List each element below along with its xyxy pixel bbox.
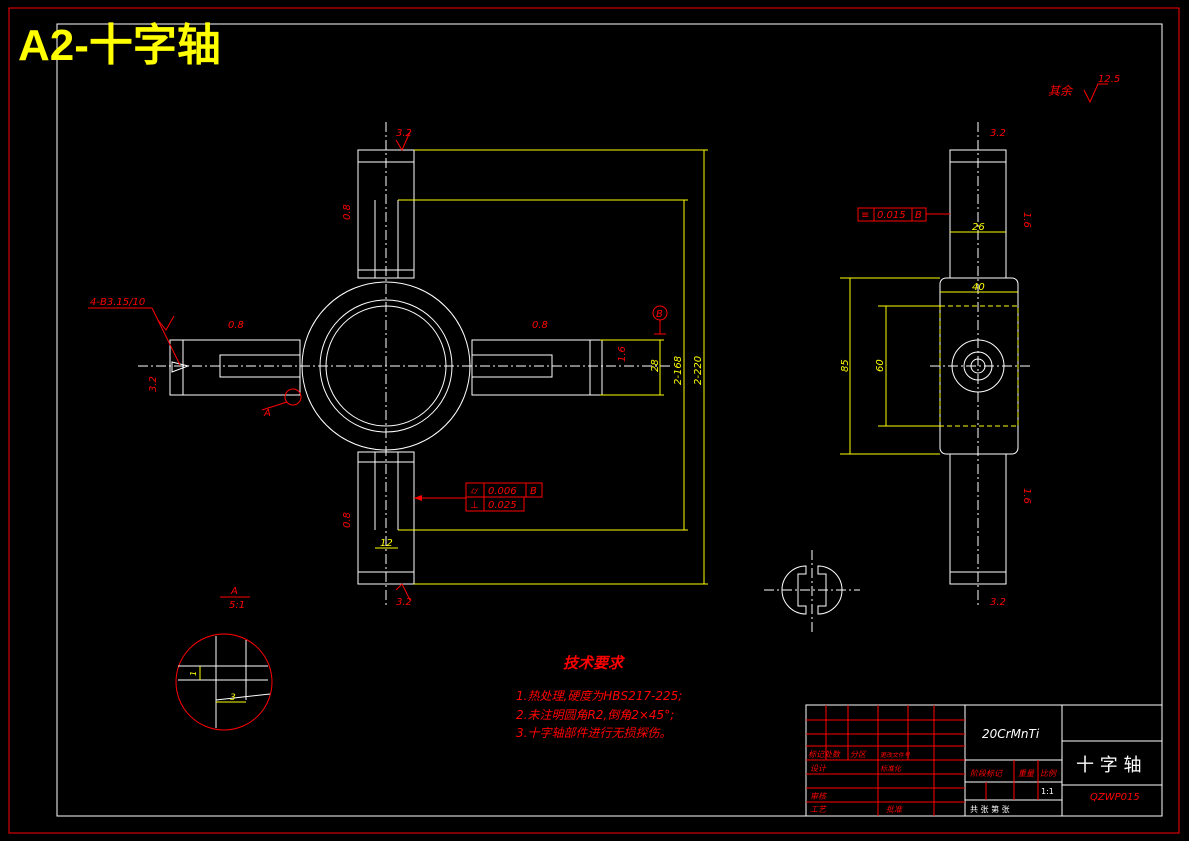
detail-a-circle xyxy=(284,388,302,406)
roughness-right-arm: 0.8 xyxy=(532,320,548,331)
roughness-left-arm: 0.8 xyxy=(228,320,244,331)
label-process: 工艺 xyxy=(810,805,827,814)
tolerance-2-value: 0.025 xyxy=(488,500,517,511)
general-roughness-value: 12.5 xyxy=(1098,74,1120,85)
side-tolerance-symbol: ≡ xyxy=(861,210,869,221)
dim-12: 12 xyxy=(380,538,393,549)
side-roughness-right-1: 1.6 xyxy=(1021,212,1032,228)
title-block: 标记处数 分区 更改文件号 设计 标准化 审核 工艺 批准 阶段标记 重量 比例… xyxy=(805,704,1163,817)
detail-dim-3: 3 xyxy=(230,693,236,703)
side-roughness-right-2: 1.6 xyxy=(1021,488,1032,504)
side-bottom-arm xyxy=(949,453,1007,585)
detail-label: A xyxy=(230,586,238,597)
detail-a-view: A 5:1 1 3 xyxy=(175,586,273,731)
sheet-info: 共 张 第 张 xyxy=(970,804,1010,814)
left-arm xyxy=(169,339,301,396)
roughness-top-arm: 0.8 xyxy=(342,204,353,220)
side-tolerance-datum: B xyxy=(915,210,922,221)
detail-dim-1: 1 xyxy=(189,671,198,676)
roughness-bottom: 3.2 xyxy=(396,597,412,608)
center-hole-left xyxy=(171,361,190,373)
roughness-top: 3.2 xyxy=(396,128,412,139)
tolerance-1-symbol: ⌭ xyxy=(470,486,479,497)
side-roughness-top: 3.2 xyxy=(990,128,1006,139)
side-roughness-bottom: 3.2 xyxy=(990,597,1006,608)
label-review: 审核 xyxy=(810,792,828,801)
label-zone: 分区 xyxy=(850,750,867,759)
tech-requirement-1: 1.热处理,硬度为HBS217-225; xyxy=(516,689,682,703)
dim-28: 28 xyxy=(650,359,661,372)
dim-2-220: 2-220 xyxy=(693,356,704,385)
roughness-symbol xyxy=(1083,83,1108,104)
label-weight: 重量 xyxy=(1018,769,1035,778)
dim-85: 85 xyxy=(840,359,851,372)
detail-a-ref: A xyxy=(263,408,271,419)
hub-bore xyxy=(325,305,447,427)
tolerance-frame-1: ⌭ 0.006 B xyxy=(465,482,543,498)
label-mark: 标记处数 xyxy=(808,750,841,759)
tech-requirement-3: 3.十字轴部件进行无损探伤。 xyxy=(516,726,671,740)
material: 20CrMnTi xyxy=(982,727,1040,741)
label-approve: 批准 xyxy=(886,805,903,814)
inner-frame xyxy=(56,23,1163,817)
dim-40: 40 xyxy=(972,282,985,293)
center-hole-note: 4-B3.15/10 xyxy=(90,297,145,308)
roughness-bottom-arm: 0.8 xyxy=(342,512,353,528)
datum-b-label: B xyxy=(656,309,663,320)
label-ratio: 比例 xyxy=(1040,769,1058,778)
front-view: 28 2-168 2-220 12 3.2 3.2 0.8 0.8 0.8 0.… xyxy=(88,122,708,608)
roughness-left-end: 3.2 xyxy=(148,376,159,392)
section-view xyxy=(764,550,860,632)
top-arm xyxy=(357,149,415,279)
part-name: 十 字 轴 xyxy=(1076,755,1141,776)
tolerance-2-symbol: ⊥ xyxy=(470,500,479,511)
tech-requirements-title: 技术要求 xyxy=(563,654,625,672)
tolerance-1-value: 0.006 xyxy=(488,486,517,497)
hub-outer-circle xyxy=(301,281,471,451)
right-arm xyxy=(471,339,603,396)
roughness-right-end: 1.6 xyxy=(617,346,628,362)
tolerance-frame-2: ⊥ 0.025 xyxy=(465,496,525,512)
label-stage-mark: 阶段标记 xyxy=(970,769,1003,778)
side-view: 26 40 60 85 ≡ 0.015 B 3.2 3.2 1.6 1.6 xyxy=(840,122,1032,608)
dim-2-168: 2-168 xyxy=(673,356,684,385)
tech-requirement-2: 2.未注明圆角R2,倒角2×45°; xyxy=(516,708,674,722)
dim-26: 26 xyxy=(972,222,985,233)
label-standardize: 标准化 xyxy=(880,765,902,773)
label-change-doc: 更改文件号 xyxy=(880,751,911,759)
side-tolerance-value: 0.015 xyxy=(877,210,906,221)
sheet-title: A2-十字轴 xyxy=(18,21,221,70)
scale-value: 1:1 xyxy=(1041,787,1054,796)
side-tolerance-frame: ≡ 0.015 B xyxy=(857,207,950,222)
detail-circle xyxy=(175,633,273,731)
side-hole-outer xyxy=(951,339,1005,393)
detail-scale: 5:1 xyxy=(229,600,245,611)
other-surfaces-note: 其余 xyxy=(1048,84,1074,98)
bottom-arm xyxy=(357,451,415,585)
tolerance-1-datum: B xyxy=(530,486,537,497)
drawing-number: QZWP015 xyxy=(1090,792,1140,803)
outer-border xyxy=(8,7,1180,834)
dim-60: 60 xyxy=(875,359,886,372)
label-design: 设计 xyxy=(810,764,827,773)
